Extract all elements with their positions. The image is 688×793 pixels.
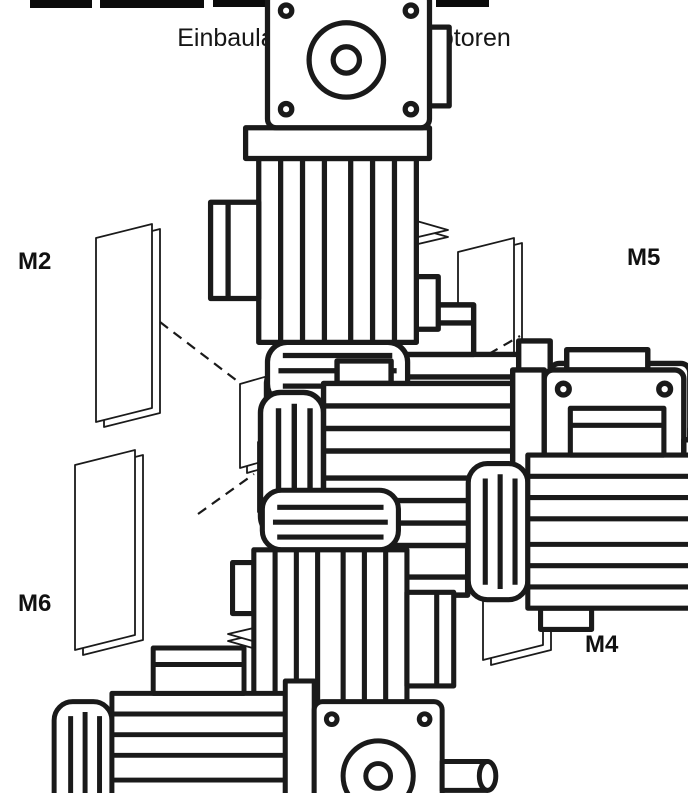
- connector-m2: [159, 321, 237, 381]
- wall-panel-m2: [95, 223, 161, 428]
- cropped-text-strip: [100, 0, 204, 8]
- connector-m6: [197, 473, 255, 515]
- wall-panel-m6: [74, 449, 144, 656]
- label-m4: M4: [585, 631, 619, 658]
- gearmotor-m2: [209, 0, 451, 405]
- label-m6: M6: [18, 590, 52, 617]
- label-m2: M2: [18, 248, 52, 275]
- label-m5: M5: [627, 244, 661, 271]
- cropped-text-strip: [436, 0, 489, 7]
- cropped-text-strip: [30, 0, 92, 8]
